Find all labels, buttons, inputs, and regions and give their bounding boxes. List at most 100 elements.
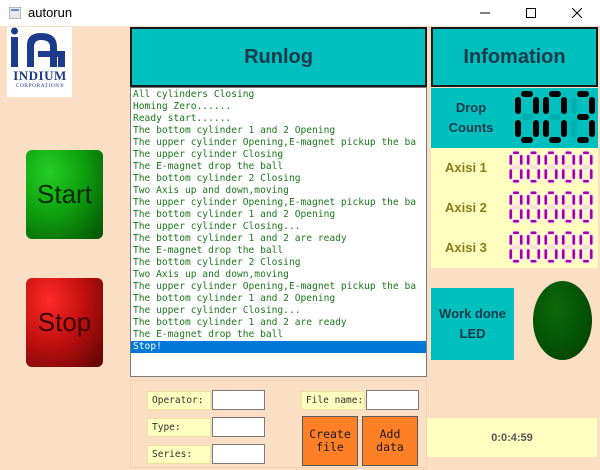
digit-segment xyxy=(536,168,541,180)
runlog-line[interactable]: Two Axis up and down,moving xyxy=(133,185,289,196)
digit-segment xyxy=(577,114,589,120)
digit-segment xyxy=(582,259,590,264)
digit-segment xyxy=(549,91,561,97)
digit-segment xyxy=(564,231,573,235)
stop-button[interactable]: Stop xyxy=(26,278,103,367)
digit-segment xyxy=(512,179,520,184)
digit-segment xyxy=(529,244,538,250)
digit-segment xyxy=(512,191,520,195)
digit-segment xyxy=(564,219,573,224)
digit-segment xyxy=(589,168,594,180)
digit-segment xyxy=(561,97,567,114)
axis-panel: Axisi 1 Axisi 2 Axisi 3 xyxy=(431,148,598,268)
digit-segment xyxy=(543,234,548,246)
digit-segment xyxy=(582,179,590,184)
runlog-line[interactable]: The upper cylinder Closing xyxy=(133,149,284,160)
digit-segment xyxy=(529,191,538,195)
digit-segment xyxy=(529,164,538,170)
digit-segment xyxy=(543,154,548,166)
runlog-line[interactable]: The bottom cylinder 1 and 2 are ready xyxy=(133,233,347,244)
add-data-button[interactable]: Add data xyxy=(362,416,418,466)
minimize-button[interactable] xyxy=(462,0,508,26)
digit-segment xyxy=(582,244,590,250)
digit-segment xyxy=(577,91,589,97)
runlog-line[interactable]: The upper cylinder Opening,E-magnet pick… xyxy=(133,137,417,148)
digit-segment xyxy=(554,248,559,260)
runlog-line[interactable]: The E-magnet drop the ball xyxy=(133,329,284,340)
maximize-button[interactable] xyxy=(508,0,554,26)
start-button[interactable]: Start xyxy=(26,150,103,239)
runlog-line[interactable]: Homing Zero...... xyxy=(133,101,232,112)
digit-segment xyxy=(549,137,561,143)
data-entry-panel: Operator: Type: Series: File name: Creat… xyxy=(130,380,427,468)
digit-segment xyxy=(582,219,590,224)
digit-segment xyxy=(561,168,566,180)
digit-segment xyxy=(526,208,531,220)
minimize-icon xyxy=(480,12,490,14)
digit-segment xyxy=(589,248,594,260)
type-input[interactable] xyxy=(212,417,265,437)
digit-segment xyxy=(578,194,583,206)
digit-segment xyxy=(564,204,573,210)
runlog-line[interactable]: The E-magnet drop the ball xyxy=(133,245,284,256)
axis-3-label: Axisi 3 xyxy=(445,240,487,255)
close-button[interactable] xyxy=(554,0,600,26)
file-name-input[interactable] xyxy=(366,390,419,410)
runlog-line[interactable]: The bottom cylinder 1 and 2 Opening xyxy=(133,293,336,304)
digit-segment xyxy=(571,248,576,260)
digit-segment xyxy=(543,208,548,220)
digit-segment xyxy=(536,194,541,206)
digit-segment xyxy=(526,154,531,166)
digit-segment xyxy=(582,164,590,170)
runlog-line[interactable]: The bottom cylinder 2 Closing xyxy=(133,257,301,268)
runlog-line[interactable]: The upper cylinder Opening,E-magnet pick… xyxy=(133,281,417,292)
digit-segment xyxy=(519,234,524,246)
digit-segment xyxy=(536,234,541,246)
digit-segment xyxy=(543,194,548,206)
digit-segment xyxy=(515,120,521,137)
digit-segment xyxy=(571,154,576,166)
digit-segment xyxy=(509,234,513,246)
digit-segment xyxy=(536,154,541,166)
runlog-line[interactable]: The upper cylinder Closing... xyxy=(133,305,301,316)
runlog-line[interactable]: All cylinders Closing xyxy=(133,89,255,100)
runlog-line[interactable]: The upper cylinder Opening,E-magnet pick… xyxy=(133,197,417,208)
create-file-button[interactable]: Create file xyxy=(302,416,358,466)
drop-counts-display xyxy=(515,91,595,143)
digit-segment xyxy=(521,91,533,97)
digit-segment xyxy=(578,208,583,220)
runlog-line[interactable]: The bottom cylinder 1 and 2 Opening xyxy=(133,209,336,220)
digit-segment xyxy=(589,97,595,114)
logo-subtitle: CORPORATION® xyxy=(15,83,65,89)
runlog-line[interactable]: The bottom cylinder 1 and 2 Opening xyxy=(133,125,336,136)
runlog-line[interactable]: The upper cylinder Closing... xyxy=(133,221,301,232)
digit-segment xyxy=(564,151,573,155)
digit-segment xyxy=(589,120,595,137)
runlog-line[interactable]: Stop! xyxy=(131,341,426,353)
digit-segment xyxy=(578,154,583,166)
runlog-line[interactable]: The bottom cylinder 1 and 2 are ready xyxy=(133,317,347,328)
digit-segment xyxy=(589,208,594,220)
digit-segment xyxy=(519,248,524,260)
axis-2-display xyxy=(509,191,594,224)
digit-segment xyxy=(521,114,533,120)
runlog-line[interactable]: The E-magnet drop the ball xyxy=(133,161,284,172)
runlog-line[interactable]: Ready start...... xyxy=(133,113,232,124)
digit-segment xyxy=(529,179,538,184)
information-title: Infomation xyxy=(431,27,598,87)
digit-segment xyxy=(547,259,555,264)
digit-segment xyxy=(509,208,513,220)
axis-1-label: Axisi 1 xyxy=(445,160,487,175)
type-label: Type: xyxy=(147,418,211,437)
file-name-label: File name: xyxy=(301,391,365,410)
digit-segment xyxy=(564,259,573,264)
digit-segment xyxy=(526,168,531,180)
runlog-line[interactable]: The bottom cylinder 2 Closing xyxy=(133,173,301,184)
operator-input[interactable] xyxy=(212,390,265,410)
runlog-line[interactable]: Two Axis up and down,moving xyxy=(133,269,289,280)
digit-segment xyxy=(543,97,549,114)
operator-label: Operator: xyxy=(147,391,211,410)
series-input[interactable] xyxy=(212,444,265,464)
digit-segment xyxy=(529,259,538,264)
